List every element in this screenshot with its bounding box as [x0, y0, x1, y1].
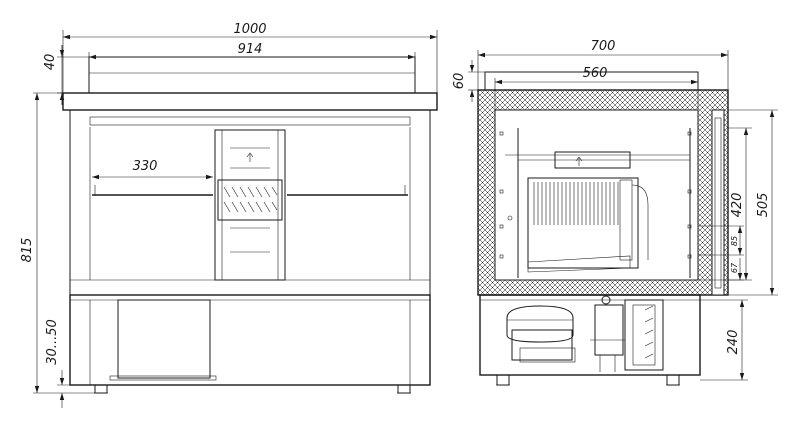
- dim-shelf-width: 330: [133, 159, 158, 174]
- front-upper-chamber: [69, 109, 431, 296]
- dim-door-height: 505: [756, 193, 771, 218]
- front-service-hatch: [117, 299, 211, 379]
- front-top-slab: [88, 56, 416, 94]
- front-center-column: [214, 129, 286, 281]
- dim-total-width: 1000: [233, 22, 266, 37]
- side-evaporator: [527, 177, 639, 269]
- side-door: [711, 109, 725, 296]
- dim-unit-height: 240: [726, 330, 741, 355]
- dim-side-top-height: 60: [452, 73, 467, 90]
- front-view: [62, 56, 438, 394]
- dim-gap-85: 85: [730, 236, 739, 246]
- front-grille-slots: [223, 186, 278, 213]
- dim-inner-depth: 560: [583, 66, 608, 81]
- front-countertop: [62, 92, 438, 111]
- side-view: [477, 71, 729, 386]
- side-evaporator-fins: [533, 182, 619, 225]
- front-base-cabinet: [69, 294, 431, 386]
- side-compressor: [506, 305, 576, 363]
- side-foot-right: [666, 374, 680, 386]
- dim-top-width: 914: [238, 42, 263, 57]
- side-machine-compartment: [479, 294, 701, 376]
- front-foot-left: [94, 384, 108, 394]
- side-foot-left: [496, 374, 510, 386]
- front-foot-right: [397, 384, 411, 394]
- side-rack-bolts: [499, 131, 692, 259]
- dim-top-height: 40: [43, 54, 58, 71]
- dim-total-height: 815: [20, 238, 35, 263]
- dim-depth: 700: [591, 39, 616, 54]
- side-condenser: [590, 295, 664, 372]
- side-dimensions: 700 560 60 505 420 85 67 240: [452, 39, 778, 381]
- side-evaporator-top: [554, 151, 631, 169]
- dim-gap-67: 67: [730, 262, 739, 273]
- dim-feet: 30...50: [45, 319, 60, 364]
- front-dimensions: 1000 914 40 815 30...50 330: [20, 22, 438, 408]
- dim-inner-height: 420: [730, 193, 745, 218]
- front-fan-grille: [217, 179, 283, 221]
